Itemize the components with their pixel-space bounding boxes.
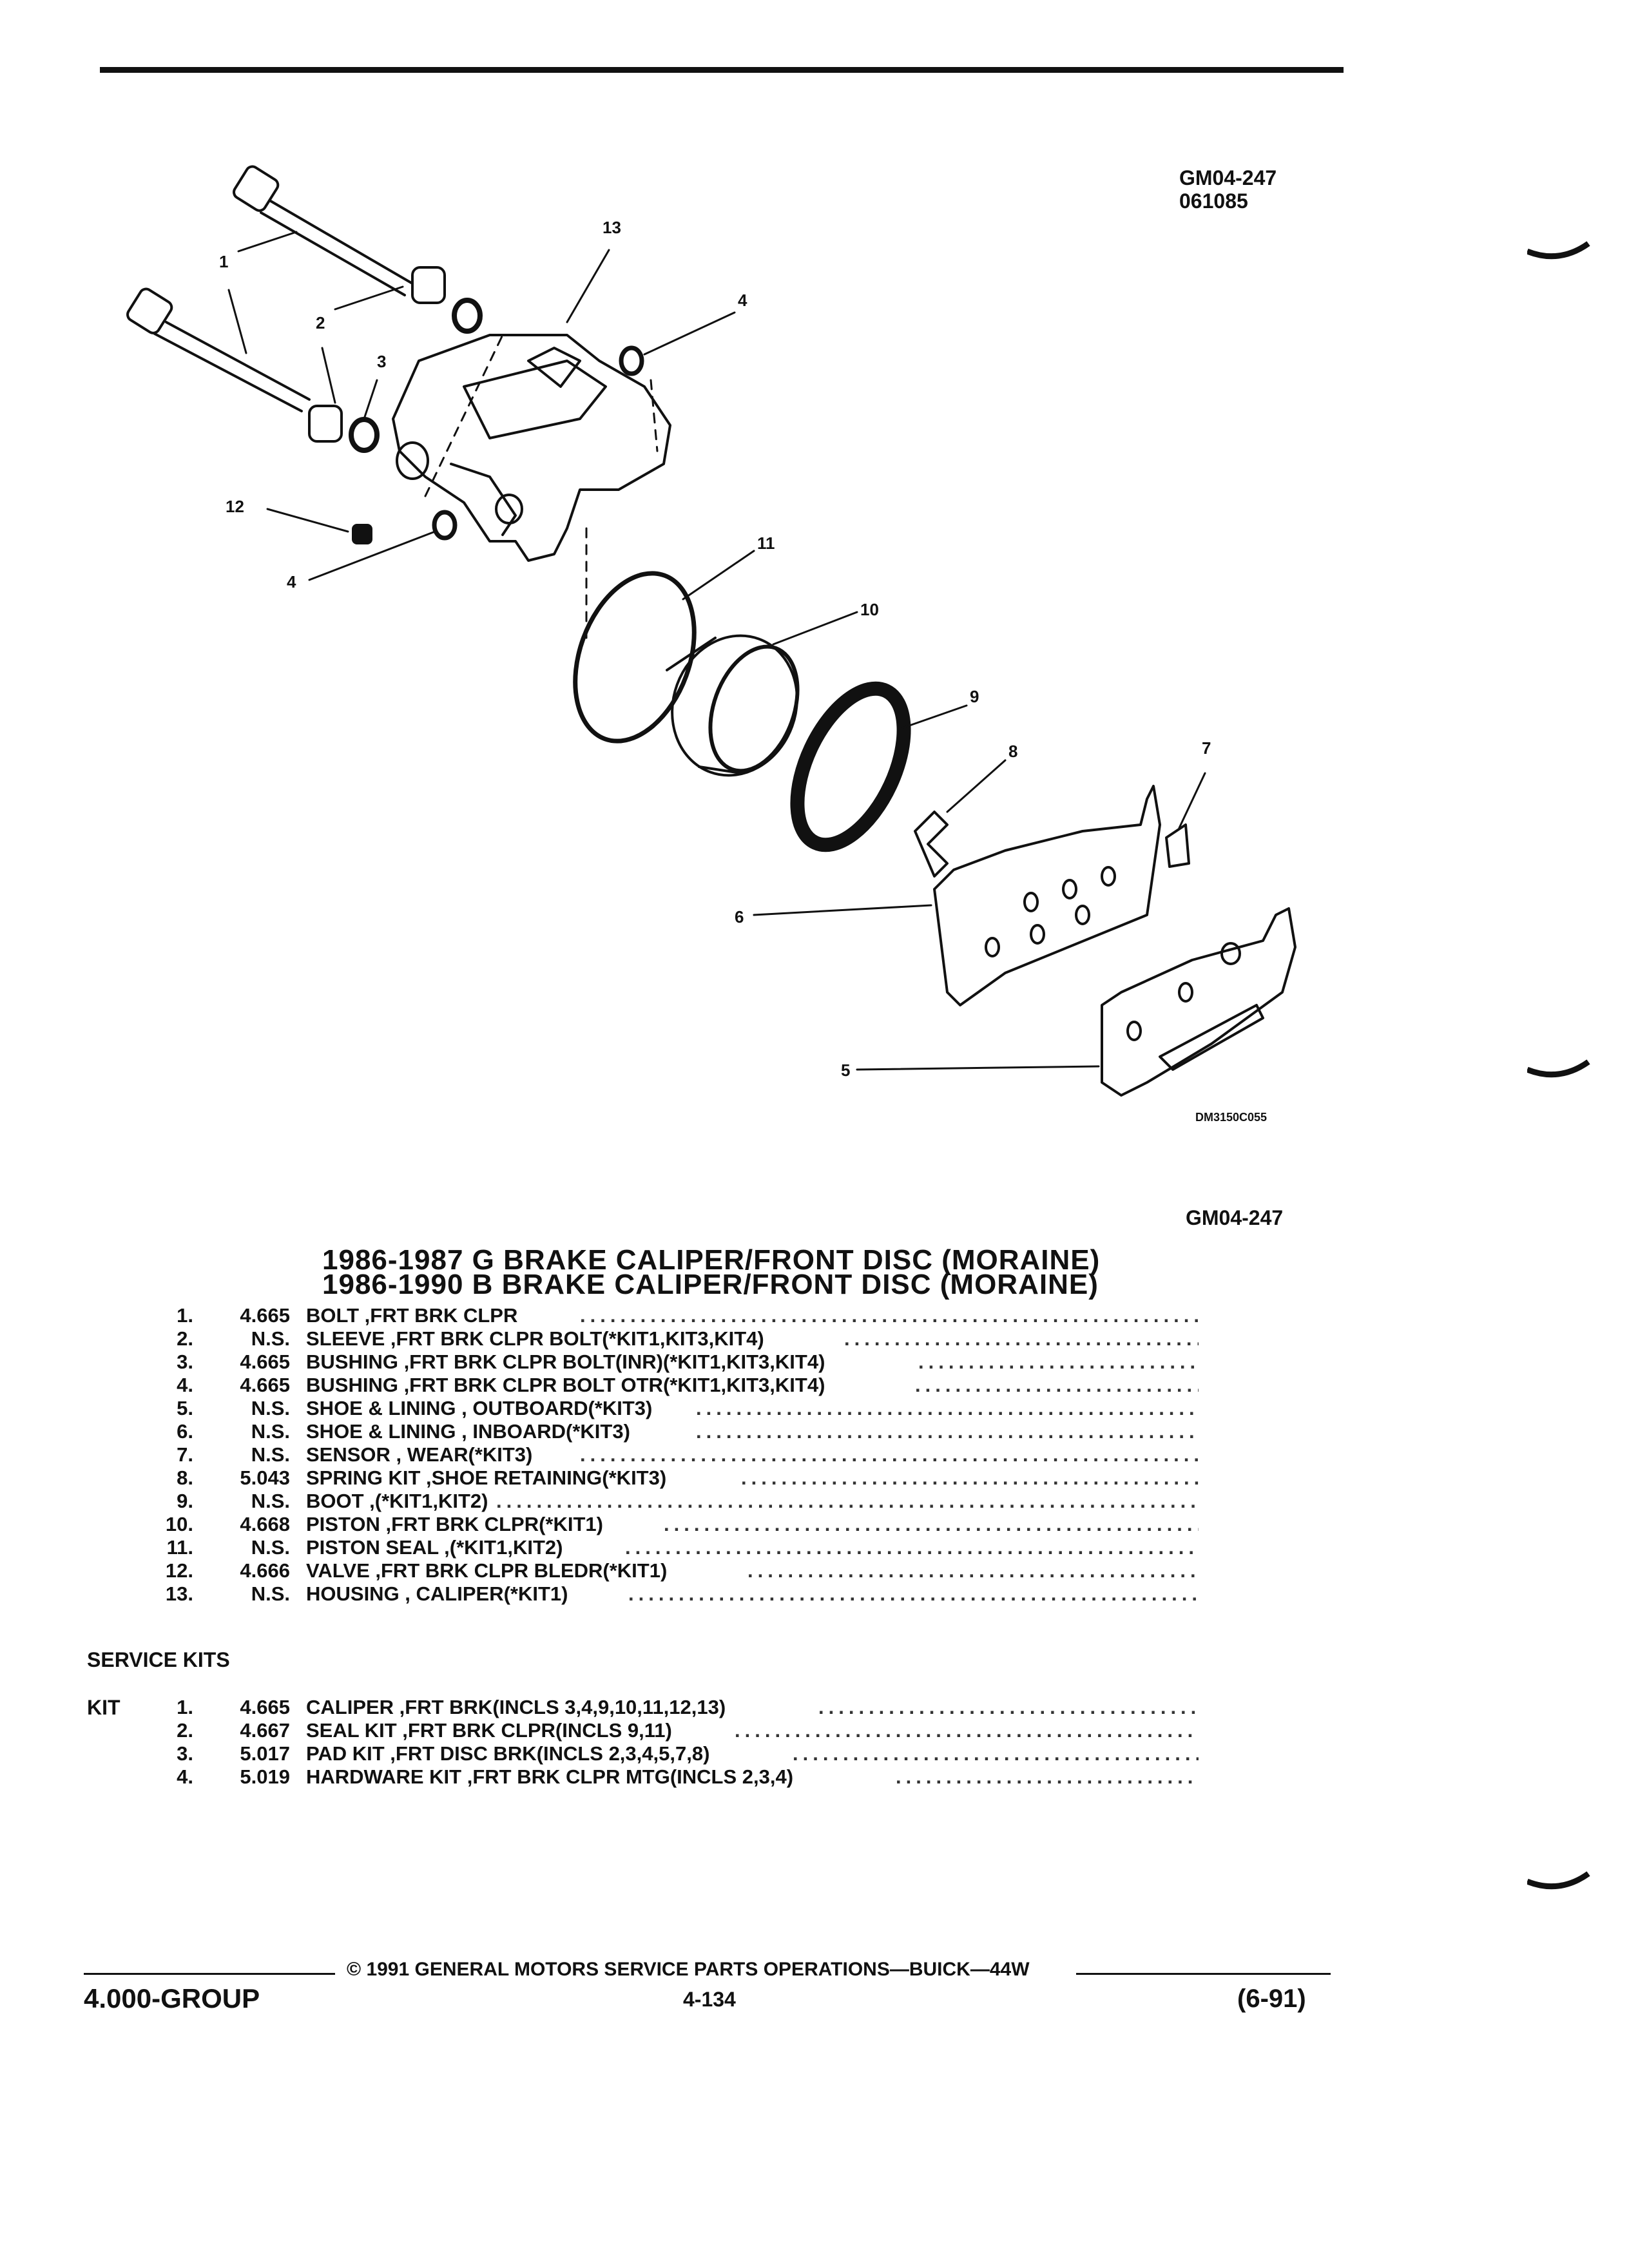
part-row: 2.N.S.SLEEVE ,FRT BRK CLPR BOLT(*KIT1,KI…	[177, 1327, 1199, 1350]
footer-rule-left	[84, 1973, 335, 1975]
group-label: 4.000-GROUP	[84, 1983, 260, 2013]
callout-1: 1	[219, 252, 228, 271]
part-row: 7.N.S.SENSOR , WEAR(*KIT3)..............…	[177, 1443, 1199, 1466]
ref-code-top: GM04-247	[1179, 166, 1277, 189]
piston	[666, 634, 800, 777]
bushing-upper-inner	[452, 298, 483, 334]
sleeve-lower	[308, 405, 343, 443]
wear-sensor	[1165, 823, 1190, 868]
callout-11: 11	[757, 533, 775, 553]
shoe-inboard	[933, 785, 1161, 1006]
spring-clip	[914, 811, 949, 878]
callout-2: 2	[316, 313, 325, 332]
page-mark	[1527, 1059, 1590, 1078]
revision-date: (6-91)	[1237, 1984, 1306, 2013]
page-mark	[1527, 1871, 1590, 1890]
part-row: 5.N.S.SHOE & LINING , OUTBOARD(*KIT3)...…	[177, 1397, 1199, 1419]
footer-rule-right	[1076, 1973, 1331, 1975]
ref-date-top: 061085	[1179, 189, 1248, 213]
bolt-upper	[233, 165, 414, 296]
brake-caliper-diagram: 1 2 3 4 4 5 6 7 8 9 10 11 12 13 DM3150C0…	[126, 165, 1296, 1124]
ref-code-bottom: GM04-247	[1186, 1206, 1284, 1229]
callout-8: 8	[1008, 742, 1017, 761]
page-number: 4-134	[683, 1988, 736, 2011]
callout-4-upper: 4	[738, 291, 747, 310]
bleeder-valve	[352, 524, 372, 544]
bushing-lower-outer	[432, 510, 458, 541]
title-line-2: 1986-1990 B BRAKE CALIPER/FRONT DISC (MO…	[322, 1269, 1099, 1300]
sleeve-upper	[411, 266, 446, 304]
part-row: 13.N.S.HOUSING , CALIPER(*KIT1).........…	[165, 1582, 1199, 1605]
part-row: 6.N.S.SHOE & LINING , INBOARD(*KIT3)....…	[177, 1420, 1199, 1443]
top-rule	[100, 67, 1344, 73]
callout-13: 13	[602, 218, 621, 237]
bolt-lower	[126, 287, 311, 412]
bushing-upper-outer	[619, 345, 644, 376]
callout-3: 3	[377, 352, 386, 371]
part-row: 11.N.S.PISTON SEAL ,(*KIT1,KIT2)........…	[166, 1536, 1199, 1559]
callout-10: 10	[860, 600, 879, 619]
shoe-outboard	[1101, 907, 1296, 1097]
page-mark	[1527, 241, 1590, 260]
boot	[790, 681, 911, 852]
service-kits-heading: SERVICE KITS	[87, 1648, 230, 1671]
callout-6: 6	[735, 907, 744, 927]
callout-7: 7	[1202, 738, 1211, 758]
drawing-code: DM3150C055	[1195, 1111, 1267, 1124]
part-row: 9.N.S.BOOT ,(*KIT1,KIT2)................…	[177, 1490, 1199, 1512]
copyright: © 1991 GENERAL MOTORS SERVICE PARTS OPER…	[347, 1959, 1030, 1980]
kit-label: KIT	[87, 1696, 120, 1719]
piston-seal	[573, 571, 697, 744]
callout-5: 5	[841, 1061, 850, 1080]
caliper-housing	[392, 334, 671, 562]
callout-12: 12	[226, 497, 244, 516]
callout-9: 9	[970, 687, 979, 706]
title-line-1: 1986-1987 G BRAKE CALIPER/FRONT DISC (MO…	[322, 1244, 1101, 1276]
bushing-lower-inner	[349, 417, 380, 453]
callout-4-lower: 4	[287, 572, 296, 591]
